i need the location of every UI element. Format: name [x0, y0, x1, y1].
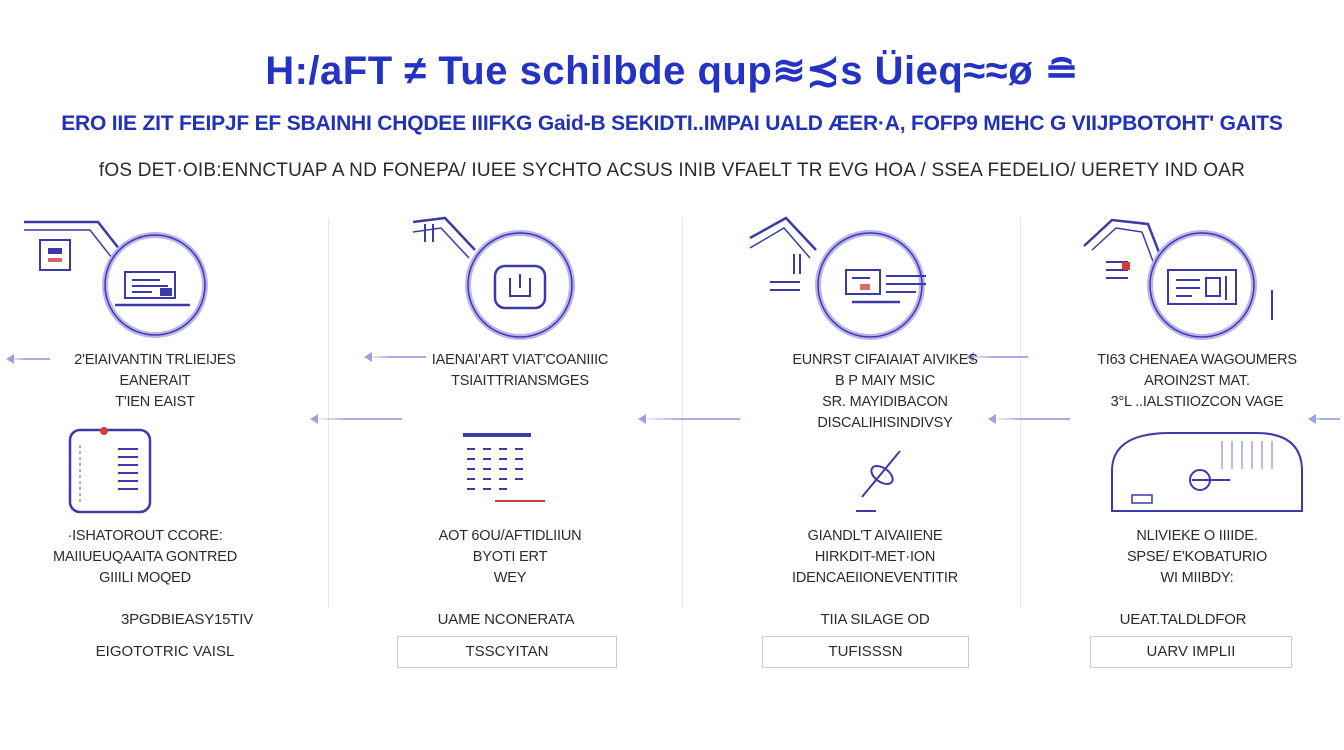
stage-1-footer-label: 3PGDBIEASY15TIV [120, 611, 254, 628]
monitor-meter-icon [412, 216, 575, 340]
flow-arrow-icon [1308, 414, 1340, 424]
flow-arrow-icon [638, 414, 740, 424]
flow-arrow-icon [6, 354, 50, 364]
stage-4: TI63 CHENAEA WAGOUMERS AROIN2ST MAT. 3°L… [1012, 210, 1342, 680]
stage-2: IAENAI'ART VIAT'COANIIIC TSIAITTRIANSMGE… [345, 210, 675, 680]
stage-3-footer-label: TIIA SILAGE OD [820, 611, 930, 628]
flow-arrow-icon [966, 352, 1028, 362]
page-tagline: fOS DET·OIB:ENNCTUAP A ND FONEPA/ IUEE S… [98, 160, 1246, 181]
stage-1-action-button[interactable]: EIGOTOTRIC VAISL [84, 636, 246, 668]
column-divider [328, 218, 329, 608]
factory-dashboard-icon [24, 220, 208, 338]
stage-1: 2'EIAIVANTIN TRLIEIJES EANERAIT T'IEN EA… [0, 210, 330, 680]
pen-sign-icon [856, 450, 901, 512]
flow-arrow-icon [310, 414, 402, 424]
stage-4-mid-label: NLIVIEKE O IIIIDE. SPSE/ E'KOBATURIO WI … [1126, 528, 1268, 586]
stage-3-top-label: EUNRST CIFAIAIAT AIVIKES B P MAIY MSIC S… [792, 352, 978, 431]
control-panel-icon [1083, 218, 1273, 340]
stage-2-action-button[interactable]: TSSCYITAN [397, 636, 617, 668]
stage-4-action-button[interactable]: UARV IMPLII [1090, 636, 1292, 668]
stage-1-mid-label: ·ISHATOROUT CCORE: MAIIUEUQAAITA GONTRED… [52, 528, 238, 586]
monitoring-station-icon [749, 216, 926, 340]
column-divider [682, 218, 683, 608]
stage-3-mid-label: GIANDL'T AIVAIIENE HIRKDIT-MET·ION IDENC… [792, 528, 958, 586]
stage-2-top-label: IAENAI'ART VIAT'COANIIIC TSIAITTRIANSMGE… [431, 352, 609, 389]
stage-4-top-label: TI63 CHENAEA WAGOUMERS AROIN2ST MAT. 3°L… [1097, 352, 1297, 410]
stage-2-mid-label: AOT 6OU/AFTIDLIIUN BYOTI ERT WEY [438, 528, 582, 586]
stage-1-top-label: 2'EIAIVANTIN TRLIEIJES EANERAIT T'IEN EA… [74, 352, 236, 410]
stage-3-action-button[interactable]: TUFISSSN [762, 636, 969, 668]
stage-4-footer-label: UEAT.TALDLDFOR [1119, 611, 1247, 628]
column-divider [1020, 218, 1021, 608]
page-title: H:/aFT ≠ Tue schilbde qup≋≾s Üieq≈≈ø ≘ [265, 49, 1079, 93]
data-grid-icon [463, 433, 545, 502]
stage-2-footer-label: UAME NCONERATA [437, 611, 575, 628]
dome-sensor-icon [1111, 432, 1303, 512]
document-checklist-icon [68, 427, 152, 514]
stage-3: EUNRST CIFAIAIAT AIVIKES B P MAIY MSIC S… [690, 210, 1020, 680]
flow-arrow-icon [988, 414, 1070, 424]
page-subtitle: ERO IIE ZIT FEIPJF EF SBAINHI CHQDEE III… [61, 112, 1283, 135]
flow-arrow-icon [364, 352, 426, 362]
